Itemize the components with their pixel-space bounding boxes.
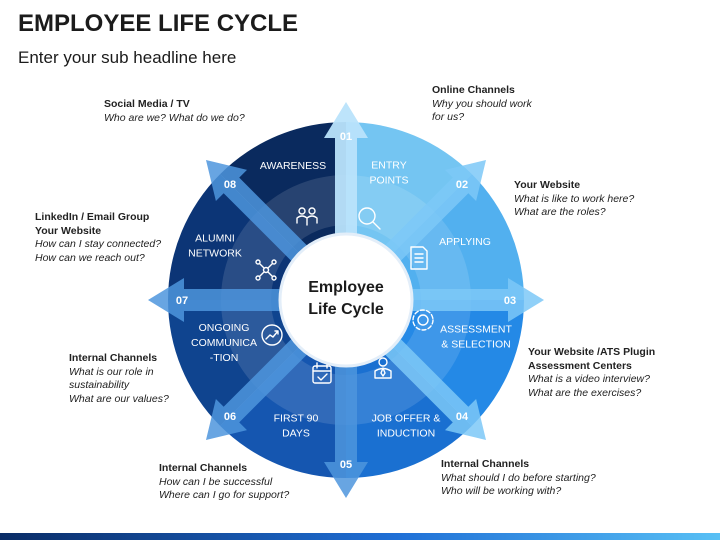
stage-label-03: APPLYING bbox=[439, 236, 491, 248]
note-question: for us? bbox=[432, 111, 465, 123]
note-heading: Internal Channels bbox=[159, 462, 248, 474]
stage-segment-05 bbox=[220, 345, 346, 478]
note-heading: Your Website bbox=[514, 179, 581, 191]
gear-icon bbox=[412, 309, 434, 331]
stage-label-07: ONGOING bbox=[199, 322, 250, 334]
growth-chart-icon bbox=[261, 324, 283, 346]
note-question: What is a video interview? bbox=[528, 373, 650, 385]
note-heading: Your Website /ATS Plugin bbox=[528, 346, 656, 358]
stage-label-04: ASSESSMENT bbox=[440, 324, 512, 336]
note-heading: Assessment Centers bbox=[528, 359, 632, 372]
stage-label-08: ALUMNI bbox=[195, 233, 235, 245]
stage-number-04: 04 bbox=[456, 411, 469, 423]
stage-arrow-05 bbox=[324, 362, 368, 498]
note-question: What is our role in bbox=[69, 365, 154, 378]
note-question: What are the roles? bbox=[514, 206, 606, 218]
calendar-icon bbox=[312, 362, 332, 384]
footer-bar bbox=[0, 533, 720, 540]
stage-label-07: -TION bbox=[210, 352, 239, 364]
stage-arrow-07 bbox=[148, 278, 284, 322]
stage-number-03: 03 bbox=[504, 295, 516, 307]
stage-arrow-04 bbox=[382, 336, 487, 441]
network-icon bbox=[255, 259, 277, 281]
stage-label-01: AWARENESS bbox=[260, 160, 326, 172]
note-heading: Social Media / TV bbox=[104, 98, 190, 110]
note-heading: Online Channels bbox=[432, 84, 515, 96]
stage-segment-08 bbox=[220, 122, 346, 255]
note-question: What should I do before starting? bbox=[441, 471, 596, 484]
note-question: Where can I go for support? bbox=[159, 489, 290, 501]
stage-number-08: 08 bbox=[224, 179, 236, 191]
note-question: What is like to work here? bbox=[514, 192, 635, 205]
center-label: Employee bbox=[308, 279, 384, 296]
people-icon bbox=[296, 207, 318, 226]
stage-label-08: NETWORK bbox=[188, 248, 242, 260]
stage-segment-06 bbox=[168, 300, 301, 426]
person-tie-icon bbox=[374, 357, 392, 379]
stage-number-02: 02 bbox=[456, 179, 468, 191]
stage-number-06: 06 bbox=[224, 411, 236, 423]
note-heading: Your Website bbox=[35, 224, 102, 237]
note-question: How can I be successful bbox=[159, 475, 273, 488]
stage-arrow-06 bbox=[205, 336, 310, 441]
stage-number-07: 07 bbox=[176, 295, 188, 307]
stage-label-05: JOB OFFER & bbox=[372, 413, 441, 425]
stage-label-07: COMMUNICA bbox=[191, 337, 257, 349]
stage-number-01: 01 bbox=[340, 131, 352, 143]
stage-number-05: 05 bbox=[340, 459, 352, 471]
stage-segment-04 bbox=[346, 345, 472, 478]
page-subtitle: Enter your sub headline here bbox=[18, 48, 237, 67]
document-icon bbox=[410, 246, 428, 270]
stage-label-06: FIRST 90 bbox=[274, 413, 319, 425]
center-label: Life Cycle bbox=[308, 301, 384, 318]
page-title: EMPLOYEE LIFE CYCLE bbox=[18, 10, 299, 37]
note-question: What are our values? bbox=[69, 392, 169, 405]
stage-label-02: POINTS bbox=[369, 175, 408, 187]
stage-arrow-01 bbox=[324, 102, 368, 238]
note-heading: LinkedIn / Email Group bbox=[35, 211, 150, 223]
note-question: Why you should work bbox=[432, 97, 532, 110]
stage-label-05: INDUCTION bbox=[377, 428, 435, 440]
note-question: Who will be working with? bbox=[441, 485, 562, 497]
stage-arrow-08 bbox=[205, 159, 310, 264]
stage-segment-01 bbox=[346, 122, 472, 255]
note-question: sustainability bbox=[69, 379, 130, 391]
stage-segment-03 bbox=[391, 300, 524, 426]
stage-label-02: ENTRY bbox=[371, 160, 406, 172]
stage-arrow-02 bbox=[382, 159, 487, 264]
note-question: Who are we? What do we do? bbox=[104, 111, 245, 124]
center-circle bbox=[278, 232, 414, 368]
stage-label-04: & SELECTION bbox=[441, 339, 510, 351]
stage-segment-07 bbox=[168, 174, 301, 300]
note-question: What are the exercises? bbox=[528, 386, 642, 399]
magnifier-icon bbox=[358, 207, 381, 230]
note-heading: Internal Channels bbox=[69, 352, 158, 364]
note-heading: Internal Channels bbox=[441, 458, 530, 470]
note-question: How can I stay connected? bbox=[35, 238, 162, 250]
note-stage-06: Internal Channels How can I be successfu… bbox=[159, 462, 289, 503]
note-question: How can we reach out? bbox=[35, 251, 145, 264]
stage-label-06: DAYS bbox=[282, 428, 310, 440]
stage-arrow-03 bbox=[408, 278, 544, 322]
